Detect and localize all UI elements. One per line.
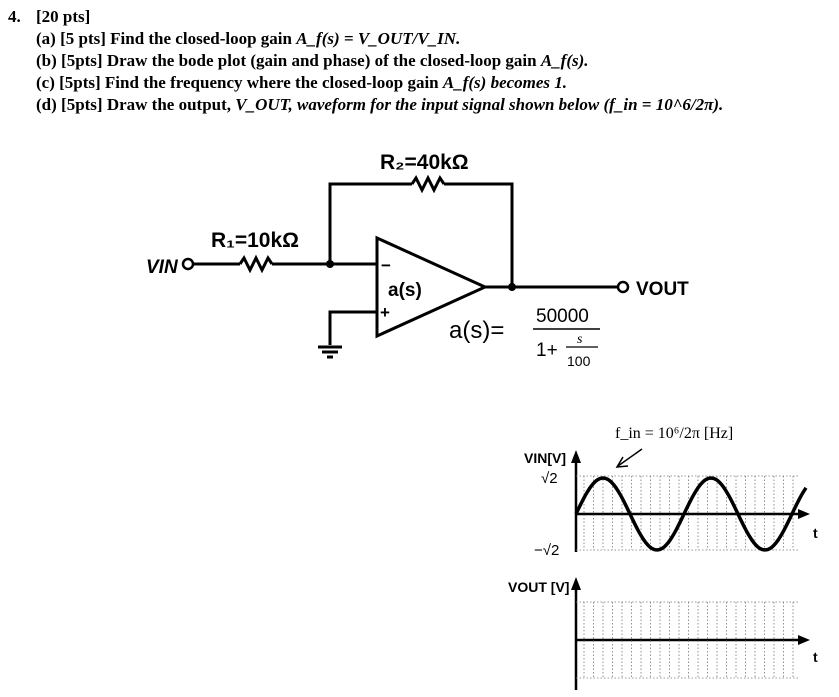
vout-grid xyxy=(576,601,800,679)
vout-terminal xyxy=(616,280,630,294)
transfer-den-prefix: 1+ xyxy=(536,340,558,361)
r2-label: R₂=40kΩ xyxy=(380,151,469,174)
vin-y-arrow-icon xyxy=(571,450,581,463)
vout-t-label: t xyxy=(813,649,818,665)
vout-axis-label: VOUT [V] xyxy=(508,579,569,595)
vin-label: VIN xyxy=(146,257,179,278)
part-a-math: A_f(s) = V_OUT/V_IN. xyxy=(296,29,461,48)
part-c-math: A_f(s) becomes 1. xyxy=(442,73,568,92)
node-output xyxy=(508,283,516,291)
transfer-numerator: 50000 xyxy=(536,306,589,327)
ground-icon xyxy=(318,345,342,359)
vout-y-arrow-icon xyxy=(571,577,581,590)
vin-x-arrow-icon xyxy=(798,509,810,519)
question-header: 4. [20 pts] xyxy=(8,6,723,28)
question-number: 4. xyxy=(8,7,21,26)
opamp-triangle xyxy=(375,235,489,339)
opamp-plus: + xyxy=(380,303,390,322)
part-b-text: (b) [5pts] Draw the bode plot (gain and … xyxy=(36,51,541,70)
part-d-math: V_OUT, waveform for the input signal sho… xyxy=(235,95,724,114)
vin-axis-label: VIN[V] xyxy=(524,450,566,466)
arrow-head-icon xyxy=(615,456,629,468)
vin-terminal xyxy=(181,257,195,271)
part-b-math: A_f(s). xyxy=(540,51,589,70)
question-block: 4. [20 pts] (a) [5 pts] Find the closed-l… xyxy=(8,6,723,116)
vin-t-label: t xyxy=(813,525,818,541)
vout-label: VOUT xyxy=(636,279,689,300)
opamp-minus: − xyxy=(381,256,391,275)
question-points: [20 pts] xyxy=(36,7,91,26)
opamp-label: a(s) xyxy=(388,280,422,301)
vin-minus-amp: −√2 xyxy=(534,542,559,559)
r1-resistor xyxy=(238,254,274,274)
part-a-text: (a) [5 pts] Find the closed-loop gain xyxy=(36,29,297,48)
part-c: (c) [5pts] Find the frequency where the … xyxy=(8,72,723,94)
part-a: (a) [5 pts] Find the closed-loop gain A_… xyxy=(8,28,723,50)
r2-resistor xyxy=(410,174,446,194)
transfer-lhs: a(s)= xyxy=(449,317,504,344)
fin-label: f_in = 10⁶/2π [Hz] xyxy=(615,425,733,442)
vout-x-arrow-icon xyxy=(798,635,810,645)
node-inverting xyxy=(326,260,334,268)
transfer-den-s: s xyxy=(577,332,583,347)
part-d-text: (d) [5pts] Draw the output, xyxy=(36,95,236,114)
part-b: (b) [5pts] Draw the bode plot (gain and … xyxy=(8,50,723,72)
circuit-wires xyxy=(193,174,618,345)
vin-sine-wave xyxy=(574,476,808,552)
vin-plus-amp: √2 xyxy=(541,470,558,487)
fin-arrow xyxy=(617,448,643,467)
r1-label: R₁=10kΩ xyxy=(211,229,299,252)
part-c-text: (c) [5pts] Find the frequency where the … xyxy=(36,73,443,92)
transfer-den-div: 100 xyxy=(567,353,591,369)
part-d: (d) [5pts] Draw the output, V_OUT, wavef… xyxy=(8,94,723,116)
